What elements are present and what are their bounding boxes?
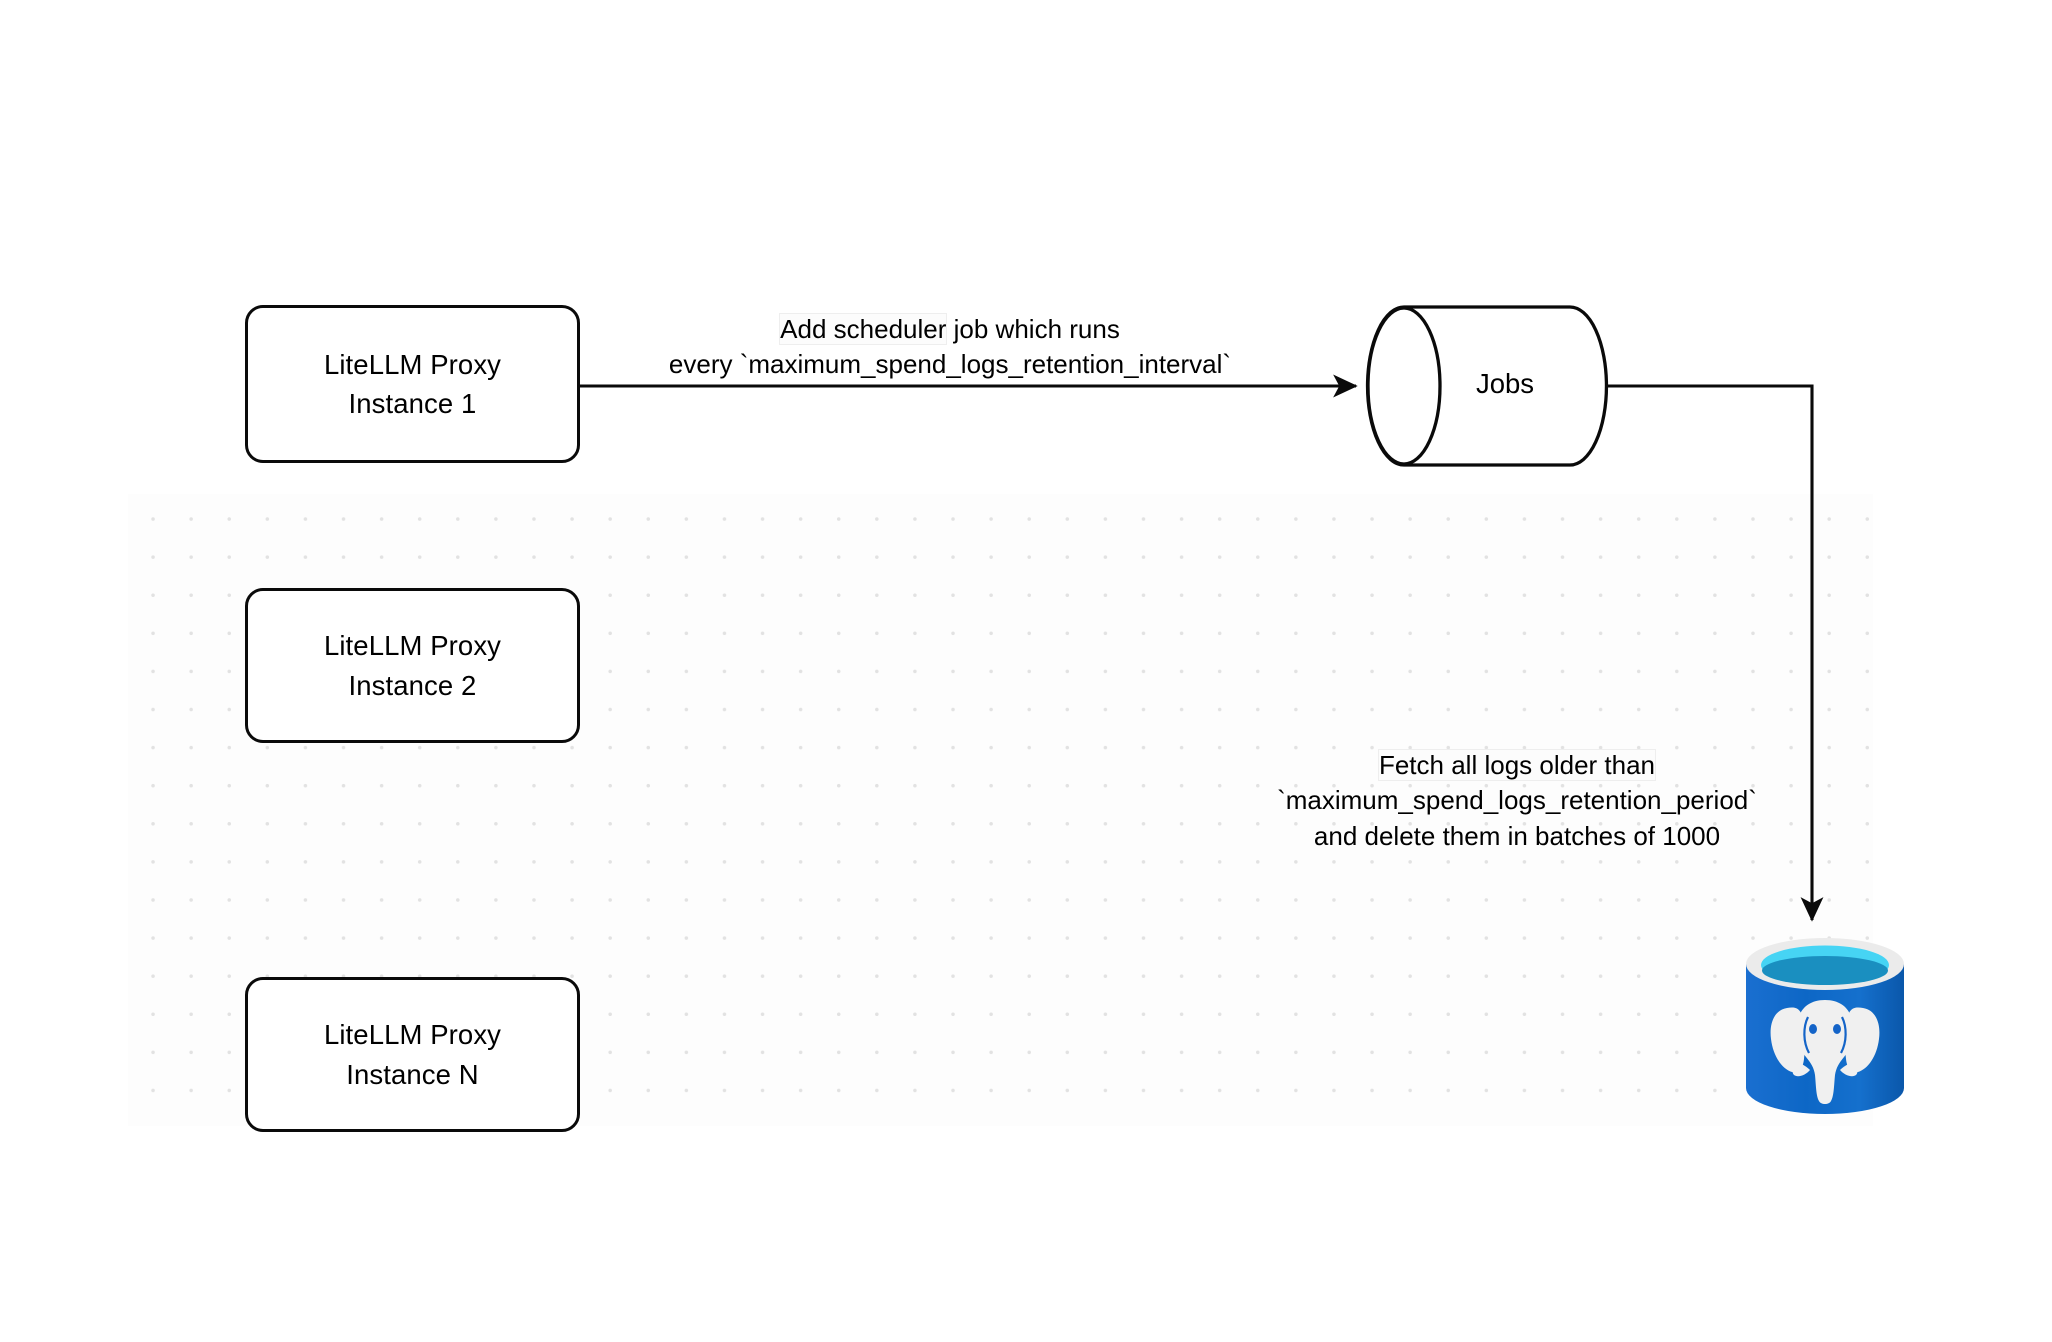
jobs-cylinder-shape <box>1365 305 1609 467</box>
elephant-outlines <box>1803 1016 1847 1054</box>
edge-label-line1-rest: job which runs <box>946 314 1120 344</box>
node-litellm-proxy-instance-1[interactable]: LiteLLM Proxy Instance 1 <box>245 305 580 463</box>
edge-label-line-1: Fetch all logs older than <box>1228 748 1806 783</box>
edge-label-scheduler-job: Add scheduler job which runs every `maxi… <box>600 312 1300 383</box>
edge-label-highlight: Fetch all logs older than <box>1378 750 1656 780</box>
node-label-line2: Instance N <box>346 1058 479 1090</box>
node-label-line1: LiteLLM Proxy <box>323 1019 502 1051</box>
postgresql-database-icon[interactable] <box>1742 938 1908 1120</box>
elephant-eyes <box>1809 1024 1841 1034</box>
db-top-fill <box>1762 956 1888 985</box>
node-label-line1: LiteLLM Proxy <box>323 630 502 662</box>
node-label-line2: Instance 2 <box>348 669 477 701</box>
edge-label-highlight: Add scheduler <box>780 314 947 344</box>
edge-label-line-2: every `maximum_spend_logs_retention_inte… <box>668 349 1232 380</box>
node-litellm-proxy-instance-2[interactable]: LiteLLM Proxy Instance 2 <box>245 588 580 743</box>
edge-label-line-2: `maximum_spend_logs_retention_period` <box>1277 785 1757 816</box>
edge-label-line-3: and delete them in batches of 1000 <box>1313 820 1721 851</box>
edge-label-fetch-and-delete: Fetch all logs older than `maximum_spend… <box>1228 748 1806 854</box>
node-jobs-label: Jobs <box>1475 368 1535 399</box>
node-litellm-proxy-instance-n[interactable]: LiteLLM Proxy Instance N <box>245 977 580 1132</box>
edge-label-line-1: Add scheduler job which runs <box>600 312 1300 347</box>
node-label-line2: Instance 1 <box>348 388 477 419</box>
edge-jobs-to-database <box>1606 384 1824 922</box>
node-label-line1: LiteLLM Proxy <box>323 348 502 380</box>
